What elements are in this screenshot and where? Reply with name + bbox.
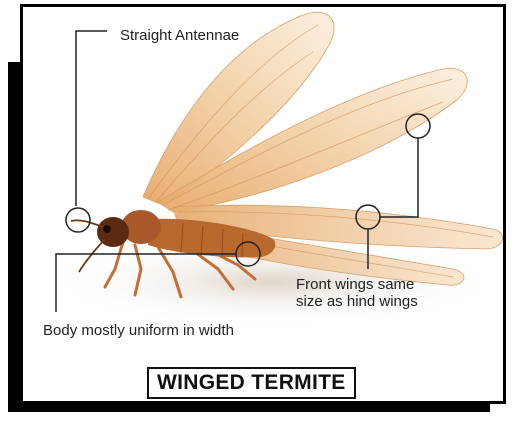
wings-label: Front wings same size as hind wings xyxy=(296,276,476,310)
wings-label-line-2: size as hind wings xyxy=(296,293,476,310)
body-label: Body mostly uniform in width xyxy=(43,322,234,339)
termite-antenna xyxy=(71,220,103,227)
diagram-panel: Straight Antennae Front wings same size … xyxy=(20,4,506,404)
termite-illustration xyxy=(23,7,506,404)
wings-label-line-1: Front wings same xyxy=(296,276,476,293)
callout-antennae-line xyxy=(66,31,107,232)
diagram-title: WINGED TERMITE xyxy=(147,367,356,399)
antennae-label: Straight Antennae xyxy=(120,27,239,44)
